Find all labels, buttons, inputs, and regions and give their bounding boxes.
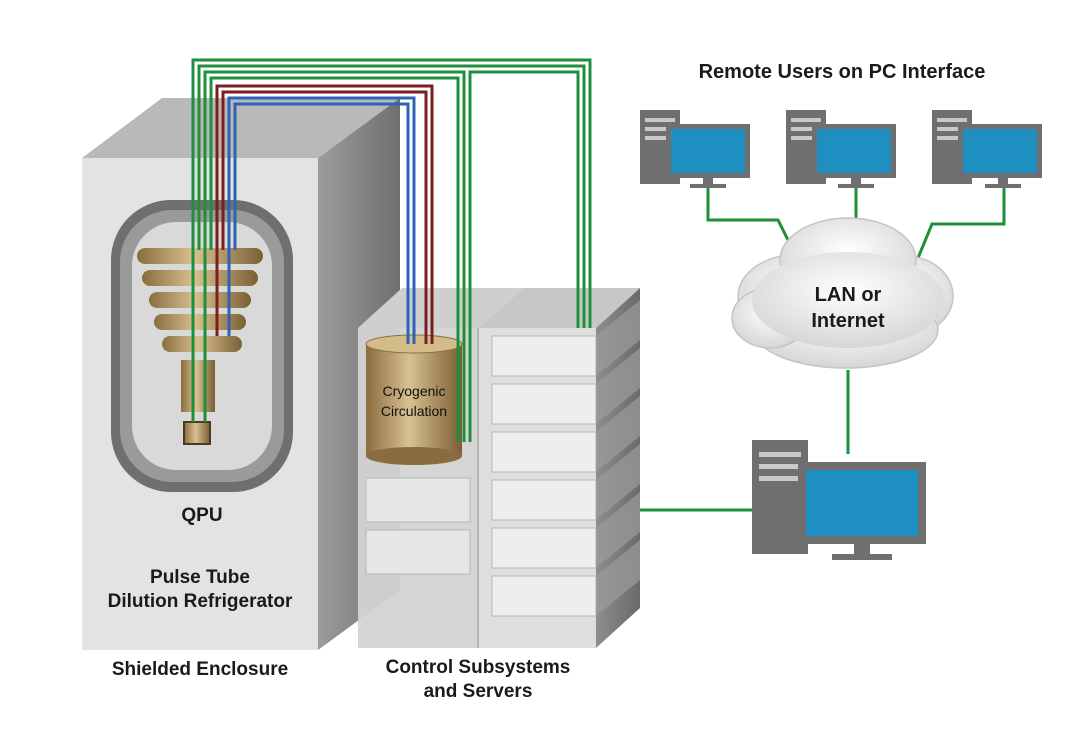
server-drawer [491,431,597,473]
plate [137,248,263,264]
cryogenic-circulation-unit [365,334,463,465]
enclosure-top-face [82,98,400,158]
server-drawer [491,383,597,425]
network-link [916,188,1006,259]
lan-label-line1: LAN or [814,284,882,306]
desktop-computer-icon [786,110,896,188]
server-drawer [491,527,597,569]
red-coax-line [215,84,434,344]
mixing-chamber [181,360,215,412]
control-label-line1: Control Subsystems [385,657,571,678]
cryo-label-line2: Circulation [380,403,448,419]
green-control-line [203,70,466,442]
monitor-screen [963,129,1037,173]
green-control-line [191,58,592,328]
blue-coax-line [227,96,416,344]
desktop-computer-icon [640,110,750,188]
monitor-screen [671,129,745,173]
plate [149,292,251,308]
server-drawer [365,529,471,575]
fridge-label-line2: Dilution Refrigerator [107,591,293,612]
server-drawers [491,335,597,617]
dilution-refrigerator [111,200,293,492]
control-wiring [191,58,592,442]
network-link [706,188,794,249]
plate [162,336,242,352]
lan-label-line2: Internet [811,310,885,332]
qpu-package [183,421,211,445]
green-control-line [209,76,460,442]
red-coax-line [221,90,428,344]
control-label-line2: and Servers [423,681,533,702]
desktop-computer-icon [752,440,926,560]
remote-users-label: Remote Users on PC Interface [698,61,986,83]
green-control-line [197,64,586,328]
control-racks [358,288,640,648]
shielded-enclosure-label: Shielded Enclosure [111,659,289,680]
green-control-line [468,70,580,442]
cryo-label-line1: Cryogenic [382,383,446,399]
server-drawer [365,477,471,523]
server-drawer [491,335,597,377]
rack-top-face [358,288,524,328]
server-drawer [491,479,597,521]
plate [142,270,258,286]
fridge-label-line1: Pulse Tube [150,567,250,588]
plate [154,314,246,330]
blue-coax-line [233,102,410,344]
monitor-screen [806,470,918,536]
monitor-screen [817,129,891,173]
qpu-label: QPU [181,505,223,526]
rack-top-face [478,288,640,328]
server-drawer [491,575,597,617]
desktop-computer-icon [932,110,1042,188]
